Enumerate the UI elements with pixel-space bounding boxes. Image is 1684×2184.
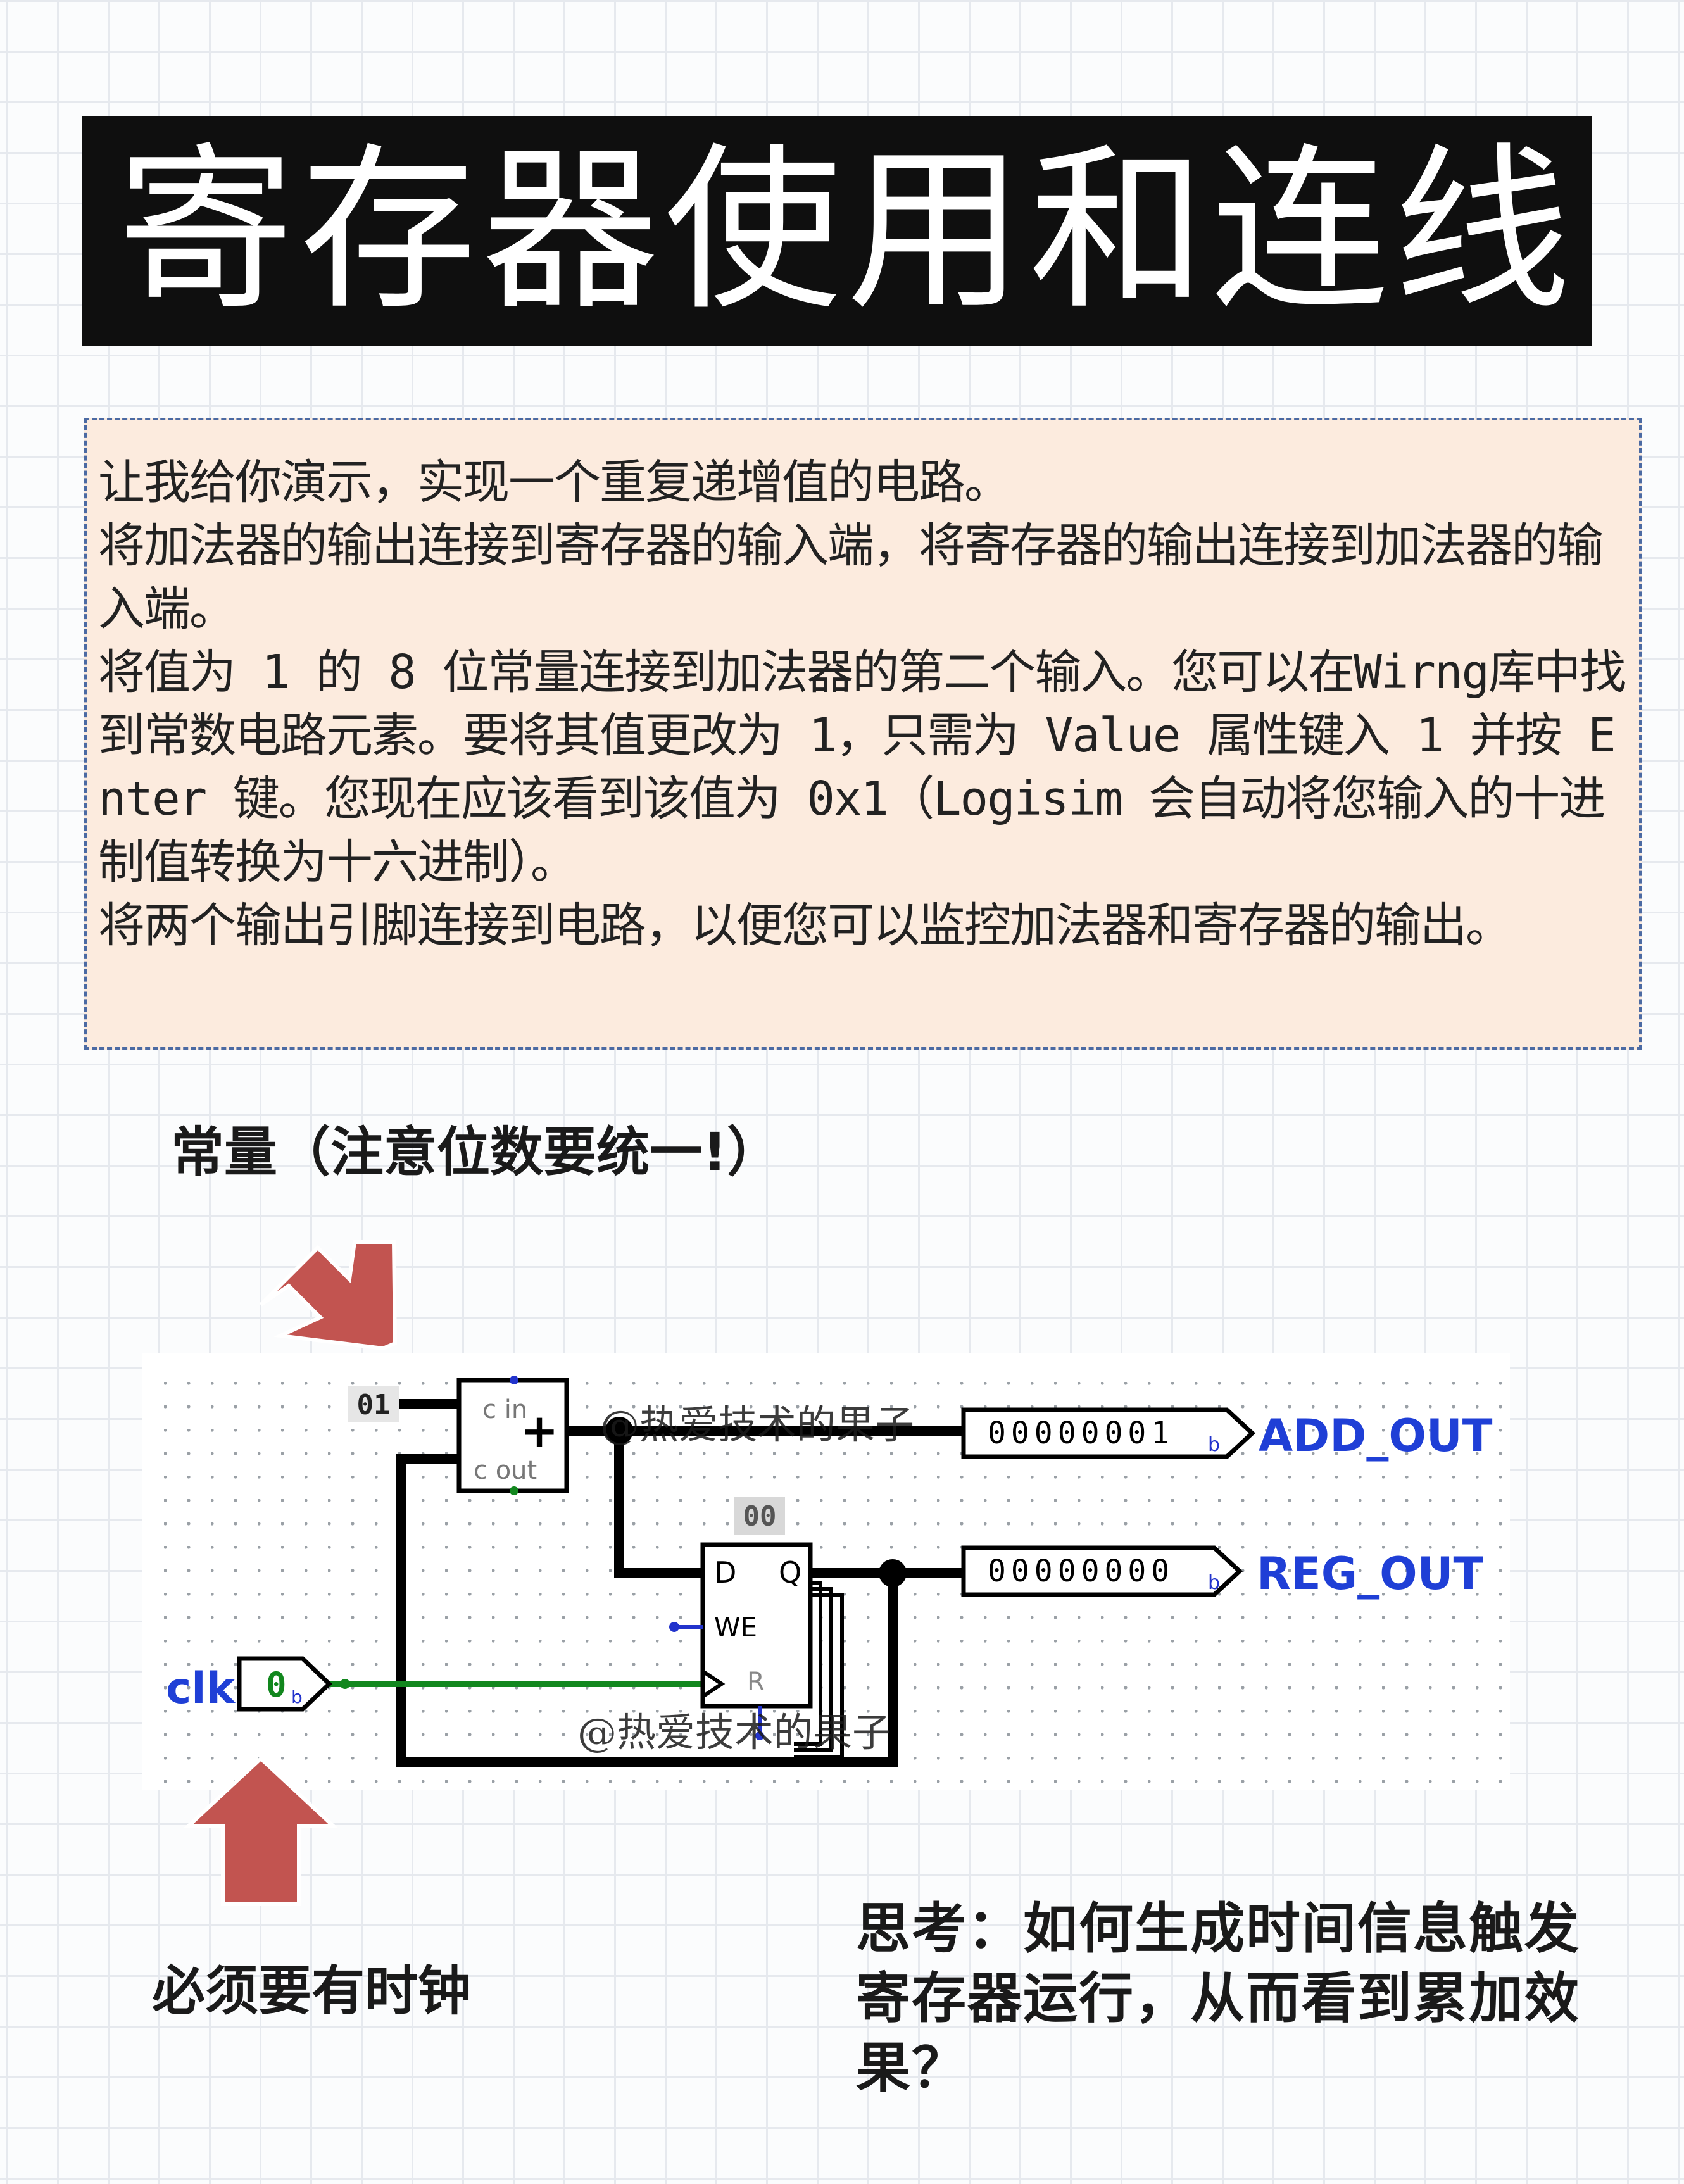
register-r-label: R <box>747 1667 765 1697</box>
register <box>700 1542 813 1709</box>
add-out-pin <box>961 1407 1256 1459</box>
clock-wire-end <box>340 1679 350 1689</box>
adder-cout-label: c out <box>474 1456 537 1485</box>
question-note: 思考：如何生成时间信息触发寄存器运行，从而看到累加效果？ <box>856 1897 1580 2100</box>
constant-value: 01 <box>357 1389 391 1421</box>
register-clock-triangle <box>701 1669 726 1698</box>
clock-suffix: b <box>291 1686 303 1707</box>
clock-note: 必须要有时钟 <box>152 1960 472 2022</box>
clock-value: 0 <box>266 1665 287 1705</box>
register-q-label: Q <box>779 1555 801 1590</box>
adder-cin-label: c in <box>482 1395 527 1424</box>
arrow-up-icon <box>183 1755 339 1906</box>
watermark: @热爱技术的果子 <box>577 1709 891 1755</box>
intro-paragraph: 将加法器的输出连接到寄存器的输入端，将寄存器的输出连接到加法器的输入端。 <box>98 518 1604 636</box>
watermark: @热爱技术的果子 <box>600 1402 914 1448</box>
clock-pin <box>237 1656 333 1712</box>
register-we-pin <box>669 1622 679 1632</box>
intro-paragraph: 让我给你演示，实现一个重复递增值的电路。 <box>98 455 1011 510</box>
arrow-down-right-icon <box>259 1240 398 1351</box>
register-d-label: D <box>714 1555 736 1590</box>
add-out-label: ADD_OUT <box>1259 1410 1493 1462</box>
reg-out-suffix: b <box>1208 1572 1220 1594</box>
constant-note: 常量（注意位数要统一!） <box>171 1121 781 1183</box>
page-title: 寄存器使用和连线 <box>82 116 1592 346</box>
register-value-box <box>734 1497 785 1535</box>
adder-cout-pin <box>510 1486 518 1495</box>
wire-junction <box>605 1417 633 1445</box>
register-we-label: WE <box>714 1612 757 1643</box>
reg-out-pin <box>961 1545 1243 1597</box>
reg-out-label: REG_OUT <box>1257 1548 1484 1600</box>
add-out-value: 00000001 <box>988 1415 1174 1451</box>
add-out-suffix: b <box>1208 1434 1220 1456</box>
intro-paragraph: 将两个输出引脚连接到电路，以便您可以监控加法器和寄存器的输出。 <box>98 898 1512 953</box>
clock-label: clk <box>166 1664 236 1714</box>
intro-paragraph: 将值为 1 的 8 位常量连接到加法器的第二个输入。您可以在Wirng库中找到常… <box>98 645 1626 889</box>
wire-junction <box>879 1559 907 1587</box>
register-value: 00 <box>743 1500 777 1533</box>
adder-cin-pin <box>510 1376 518 1384</box>
intro-text-box: 让我给你演示，实现一个重复递增值的电路。 将加法器的输出连接到寄存器的输入端，将… <box>84 418 1642 1050</box>
adder-plus-symbol: + <box>520 1404 558 1457</box>
reg-out-value: 00000000 <box>988 1553 1174 1589</box>
register-extra-output-wires <box>794 1581 844 1759</box>
constant-box <box>348 1386 399 1422</box>
